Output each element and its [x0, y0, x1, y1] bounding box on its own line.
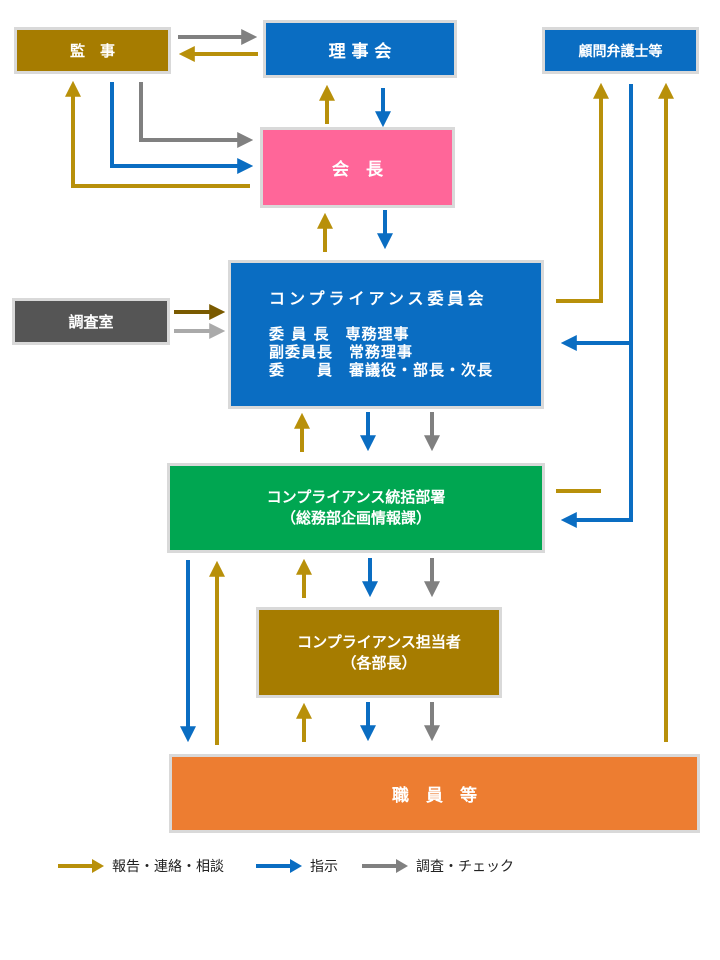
legend-instruct: 指示 — [256, 856, 338, 876]
board-label: 理 事 会 — [328, 41, 392, 62]
auditor-label: 監 事 — [69, 42, 115, 60]
arrow-auditor-check-president — [139, 82, 254, 148]
legal-advisor-label: 顧問弁護士等 — [578, 43, 663, 60]
staff-box: 職 員 等 — [169, 754, 700, 833]
legend-investigate-label: 調査・チェック — [416, 859, 514, 875]
department-section: （総務部企画情報課） — [280, 509, 431, 527]
auditor-box: 監 事 — [14, 27, 171, 74]
investigation-room-box: 調査室 — [12, 298, 170, 345]
committee-chair: 委 員 長 専務理事 — [269, 325, 410, 343]
investigation-room-label: 調査室 — [68, 313, 114, 331]
staff-label: 職 員 等 — [392, 786, 477, 806]
president-label: 会 長 — [332, 160, 383, 180]
officer-name: コンプライアンス担当者 — [297, 632, 461, 651]
compliance-department-box: コンプライアンス統括部署 （総務部企画情報課） — [167, 463, 545, 553]
department-name: コンプライアンス統括部署 — [266, 488, 446, 506]
president-box: 会 長 — [260, 127, 455, 208]
legend-instruct-label: 指示 — [310, 859, 338, 875]
legend-investigate: 調査・チェック — [362, 856, 514, 876]
compliance-officer-box: コンプライアンス担当者 （各部長） — [256, 607, 502, 698]
arrow-auditor-instruct-president — [110, 82, 254, 174]
committee-members: 委 員 審議役・部長・次長 — [269, 361, 494, 379]
committee-title: コンプライアンス委員会 — [269, 289, 488, 308]
legend-report-arrow — [58, 859, 104, 873]
legend-report: 報告・連絡・相談 — [58, 856, 224, 876]
legal-advisor-box: 顧問弁護士等 — [542, 27, 699, 74]
officer-role: （各部長） — [341, 653, 417, 672]
legend-report-label: 報告・連絡・相談 — [112, 859, 224, 875]
board-box: 理 事 会 — [263, 20, 457, 78]
legend-instruct-arrow — [256, 859, 302, 873]
committee-vice-chair: 副委員長 常務理事 — [269, 343, 414, 361]
arrow-president-report-auditor — [65, 80, 250, 188]
legend-investigate-arrow — [362, 859, 408, 873]
arrow-legal-instruct-department — [560, 343, 633, 528]
arrow-committee-report-legal — [556, 82, 609, 303]
compliance-committee-box: コンプライアンス委員会 委 員 長 専務理事 副委員長 常務理事 委 員 審議役… — [228, 260, 544, 409]
